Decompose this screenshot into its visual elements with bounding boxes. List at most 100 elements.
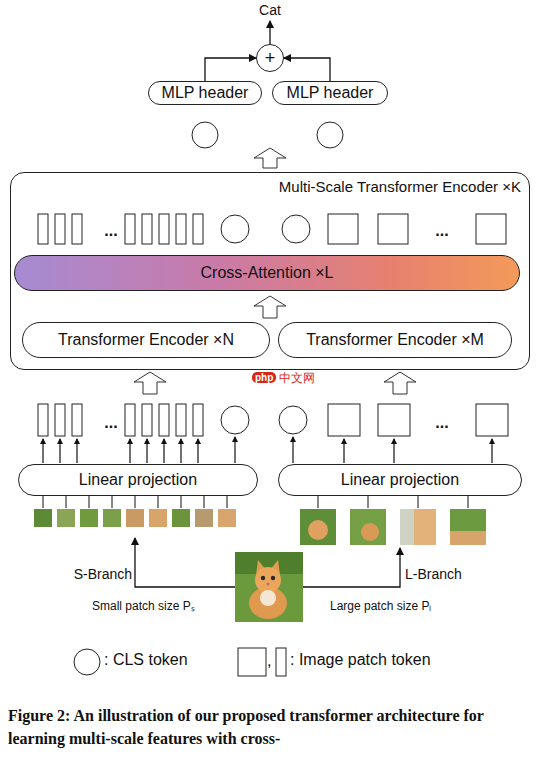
patch-detail bbox=[308, 520, 328, 540]
legend-patch-sample bbox=[276, 648, 286, 676]
box-label: MLP header bbox=[287, 84, 374, 102]
token-arrow bbox=[76, 439, 77, 463]
ellipsis: ... bbox=[428, 222, 456, 240]
cat-image bbox=[235, 552, 303, 622]
patch-detail bbox=[400, 509, 414, 545]
box-label: Linear projection bbox=[79, 471, 197, 489]
linear-projection: Linear projection bbox=[18, 464, 258, 496]
branch-label: L-Branch bbox=[405, 566, 462, 582]
box-heading: Multi-Scale Transformer Encoder ×K bbox=[279, 178, 521, 195]
mlp-header: MLP header bbox=[148, 81, 262, 105]
patch-detail bbox=[450, 531, 486, 545]
patch-tick bbox=[204, 496, 205, 508]
mlp-header: MLP header bbox=[272, 81, 388, 105]
patch-token bbox=[72, 214, 82, 244]
patch-token bbox=[476, 404, 508, 436]
token-arrows bbox=[43, 437, 492, 463]
box-label: Cross-Attention ×L bbox=[201, 264, 334, 282]
image-patch bbox=[80, 509, 98, 527]
image-patch bbox=[195, 509, 213, 527]
hollow-arrow bbox=[384, 372, 416, 394]
box-label: Transformer Encoder ×M bbox=[306, 331, 484, 349]
patch-token bbox=[159, 214, 169, 244]
patch-tick bbox=[135, 496, 136, 508]
branch-label: S-Branch bbox=[58, 566, 132, 582]
patch-tick bbox=[468, 496, 469, 508]
legend-separator: , bbox=[267, 652, 271, 670]
patch-token bbox=[193, 404, 203, 436]
legend-text: : Image patch token bbox=[290, 651, 431, 669]
token-arrow bbox=[42, 439, 43, 463]
token-arrow bbox=[59, 439, 60, 463]
token-arrow bbox=[234, 437, 235, 463]
patch-token bbox=[55, 404, 65, 436]
caption: Figure 2: An illustration of our propose… bbox=[8, 704, 533, 750]
hollow-arrow bbox=[134, 372, 166, 394]
cls-token bbox=[279, 406, 307, 434]
hollow-arrow bbox=[254, 296, 286, 318]
patch-token bbox=[72, 404, 82, 436]
branch-arrow bbox=[303, 548, 400, 587]
patch-ticks bbox=[43, 496, 468, 508]
image-patch bbox=[450, 509, 486, 545]
cat-eye bbox=[271, 576, 275, 580]
legend-cls-sample bbox=[74, 649, 100, 675]
image-patch bbox=[350, 509, 386, 545]
connector bbox=[205, 58, 256, 81]
cross-attention-band: Cross-Attention ×L bbox=[14, 255, 520, 291]
watermark: 中文网 bbox=[279, 370, 315, 387]
output-arrow bbox=[269, 21, 270, 44]
patch-token bbox=[125, 404, 135, 436]
patch-tick bbox=[318, 496, 319, 508]
sum-node: + bbox=[256, 44, 284, 72]
watermark: php bbox=[252, 372, 276, 383]
token-arrow bbox=[163, 439, 164, 463]
patch-token bbox=[476, 214, 506, 244]
token-row bbox=[38, 404, 508, 436]
patch-tick bbox=[158, 496, 159, 508]
patch-token bbox=[378, 404, 410, 436]
token-row bbox=[38, 214, 506, 244]
patch-token bbox=[38, 404, 48, 436]
cat-chest bbox=[260, 590, 276, 606]
patch-token bbox=[125, 214, 135, 244]
output-label: Cat bbox=[250, 2, 290, 18]
patch-token bbox=[193, 214, 203, 244]
cat-body bbox=[249, 587, 287, 619]
cls-token bbox=[192, 122, 218, 148]
patch-tick bbox=[112, 496, 113, 508]
token-arrow bbox=[491, 439, 492, 463]
image-patch bbox=[126, 509, 144, 527]
connector bbox=[284, 58, 330, 81]
patch-token bbox=[142, 214, 152, 244]
transformer-encoder: Transformer Encoder ×M bbox=[278, 322, 512, 358]
box-label: + bbox=[265, 49, 276, 67]
patch-tick bbox=[66, 496, 67, 508]
legend-patch-sample bbox=[238, 648, 266, 676]
patch-tick bbox=[43, 496, 44, 508]
patch-tick bbox=[368, 496, 369, 508]
image-patch bbox=[57, 509, 75, 527]
small-patches bbox=[34, 509, 236, 527]
cls-token bbox=[317, 122, 343, 148]
transformer-encoder: Transformer Encoder ×N bbox=[22, 322, 270, 358]
image-patch bbox=[103, 509, 121, 527]
image-patch bbox=[300, 509, 336, 545]
patch-token bbox=[176, 404, 186, 436]
cls-token bbox=[282, 215, 310, 243]
box-label: Linear projection bbox=[341, 471, 459, 489]
patch-size-label: Large patch size Pₗ bbox=[330, 597, 431, 614]
patch-tick bbox=[227, 496, 228, 508]
patch-tick bbox=[418, 496, 419, 508]
image-patch bbox=[34, 509, 52, 527]
patch-token bbox=[55, 214, 65, 244]
box-label: MLP header bbox=[162, 84, 249, 102]
patch-token bbox=[176, 214, 186, 244]
image-patch bbox=[149, 509, 167, 527]
ellipsis: ... bbox=[97, 222, 125, 240]
patch-tick bbox=[181, 496, 182, 508]
cls-token bbox=[221, 406, 249, 434]
token-arrow bbox=[343, 439, 344, 463]
image-patch bbox=[172, 509, 190, 527]
